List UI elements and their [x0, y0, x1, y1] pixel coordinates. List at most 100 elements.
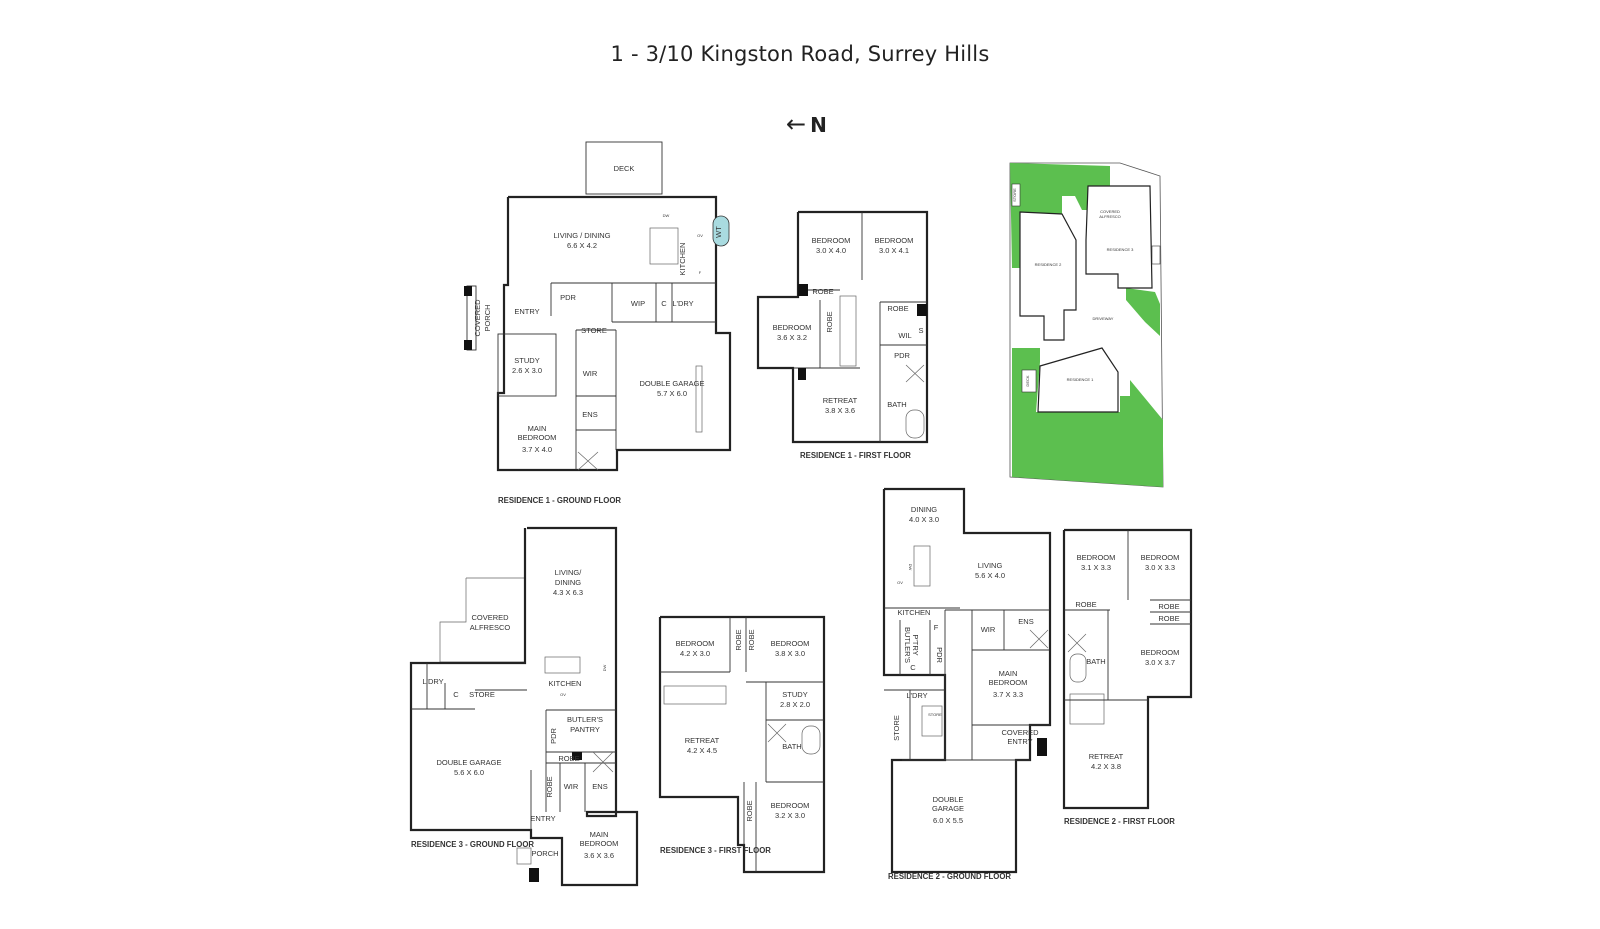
room-dimension: 5.7 X 6.0 — [657, 389, 687, 398]
room-dimension: 3.8 X 3.6 — [825, 406, 855, 415]
room-label: COVERED — [1001, 728, 1039, 737]
room-label: BEDROOM — [771, 639, 810, 648]
room-label: STORE — [892, 715, 901, 741]
plan-residence-1-first: BEDROOM 3.0 X 4.0 BEDROOM 3.0 X 4.1 ROBE… — [756, 210, 929, 460]
room-label: ENS — [592, 782, 607, 791]
room-dimension: 3.0 X 3.7 — [1145, 658, 1175, 667]
appliance-label: DW — [663, 213, 670, 218]
plan-residence-3-ground: LIVING/ DINING 4.3 X 6.3 COVERED ALFRESC… — [409, 526, 639, 887]
arrow-left-icon: ← — [786, 110, 807, 138]
room-label: BUTLER'S — [567, 715, 603, 724]
room-label: WIR — [564, 782, 579, 791]
site-residence-3 — [1085, 185, 1153, 289]
room-label: PORCH — [483, 304, 492, 331]
water-tank-icon — [712, 215, 730, 247]
room-dimension: 4.0 X 3.0 — [909, 515, 939, 524]
room-dimension: 2.6 X 3.0 — [512, 366, 542, 375]
room-dimension: 3.0 X 4.1 — [879, 246, 909, 255]
room-label: BEDROOM — [771, 801, 810, 810]
room-label: ROBE — [545, 776, 554, 797]
north-label: N — [810, 113, 827, 137]
site-residence-2 — [1019, 211, 1077, 341]
room-label: BEDROOM — [1141, 648, 1180, 657]
plan-caption: RESIDENCE 3 - FIRST FLOOR — [660, 846, 771, 855]
lawn-north — [1010, 163, 1110, 268]
plan-residence-2-first: BEDROOM 3.1 X 3.3 BEDROOM 3.0 X 3.3 ROBE… — [1062, 528, 1193, 826]
room-label: KITCHEN — [898, 608, 931, 617]
room-label: GARAGE — [932, 804, 964, 813]
room-dimension: 3.6 X 3.6 — [584, 851, 614, 860]
room-dimension: 3.6 X 3.2 — [777, 333, 807, 342]
room-label: ROBE — [1075, 600, 1096, 609]
room-label: PDR — [560, 293, 576, 302]
room-label: KITCHEN — [678, 243, 687, 276]
r1g-outer-wall — [496, 195, 732, 472]
room-label: WIP — [631, 299, 645, 308]
site-label: RESIDENCE 3 — [1107, 247, 1134, 252]
room-label: ROBE — [812, 287, 833, 296]
room-label: DINING — [911, 505, 937, 514]
room-label: L'DRY — [906, 691, 927, 700]
room-dimension: 4.2 X 3.8 — [1091, 762, 1121, 771]
site-label: DECK — [1025, 375, 1030, 386]
room-label: BUTLER'S — [903, 627, 912, 663]
room-dimension: 3.7 X 3.3 — [993, 690, 1023, 699]
plan-caption: RESIDENCE 1 - GROUND FLOOR — [498, 496, 621, 505]
site-label: RESIDENCE 2 — [1035, 262, 1062, 267]
tank-label: WT — [714, 226, 723, 238]
room-label: LIVING / DINING — [553, 231, 610, 240]
room-label: ALFRESCO — [470, 623, 511, 632]
room-label: DINING — [555, 578, 581, 587]
room-label: BEDROOM — [773, 323, 812, 332]
room-label: ROBE — [1158, 614, 1179, 623]
room-dimension: 3.7 X 4.0 — [522, 445, 552, 454]
site-label: DRIVEWAY — [1093, 316, 1114, 321]
room-label: C — [453, 690, 459, 699]
room-dimension: 4.2 X 4.5 — [687, 746, 717, 755]
room-label: STUDY — [782, 690, 807, 699]
room-dimension: 3.0 X 3.3 — [1145, 563, 1175, 572]
r2f-outer-wall — [1062, 528, 1193, 810]
room-label: BATH — [1086, 657, 1105, 666]
room-label: RETREAT — [685, 736, 720, 745]
site-label: ALFRESCO — [1099, 214, 1121, 219]
room-label: ENTRY — [514, 307, 539, 316]
site-plan: RESIDENCE 2 RESIDENCE 3 RESIDENCE 1 DRIV… — [1009, 162, 1164, 488]
room-label: PDR — [549, 728, 558, 744]
room-label: ROBE — [887, 304, 908, 313]
room-label: BEDROOM — [518, 433, 557, 442]
site-label: RESIDENCE 1 — [1067, 377, 1094, 382]
room-label: BEDROOM — [875, 236, 914, 245]
room-label: ROBE — [734, 629, 743, 650]
lawn-south — [1012, 348, 1163, 487]
room-label: PORCH — [531, 849, 558, 858]
room-label: BEDROOM — [676, 639, 715, 648]
room-dimension: 4.3 X 6.3 — [553, 588, 583, 597]
room-label: LIVING — [978, 561, 1003, 570]
room-dimension: 6.0 X 5.5 — [933, 816, 963, 825]
room-dimension: 3.1 X 3.3 — [1081, 563, 1111, 572]
room-label: BEDROOM — [580, 839, 619, 848]
north-indicator: ←N — [786, 110, 827, 138]
room-dimension: 3.2 X 3.0 — [775, 811, 805, 820]
room-dimension: 3.0 X 4.0 — [816, 246, 846, 255]
room-dimension: 4.2 X 3.0 — [680, 649, 710, 658]
room-label: ROBE — [745, 800, 754, 821]
room-label: BEDROOM — [989, 678, 1028, 687]
room-dimension: 5.6 X 4.0 — [975, 571, 1005, 580]
room-label: STORE — [469, 690, 495, 699]
room-label: L'DRY — [422, 677, 443, 686]
room-label: RETREAT — [1089, 752, 1124, 761]
plan-caption: RESIDENCE 3 - GROUND FLOOR — [411, 840, 534, 849]
room-label: BEDROOM — [812, 236, 851, 245]
appliance-label: OV — [560, 692, 566, 697]
plan-residence-2-ground: DINING 4.0 X 3.0 LIVING 5.6 X 4.0 DW OV … — [882, 487, 1052, 881]
room-label: DOUBLE GARAGE — [639, 379, 704, 388]
room-label: LIVING/ — [555, 568, 583, 577]
appliance-label: F — [934, 623, 939, 632]
room-label: MAIN — [999, 669, 1018, 678]
r3g-outer-wall — [409, 526, 639, 887]
page-title: 1 - 3/10 Kingston Road, Surrey Hills — [610, 42, 990, 66]
room-label: ROBE — [558, 754, 579, 763]
room-label: DOUBLE — [933, 795, 964, 804]
